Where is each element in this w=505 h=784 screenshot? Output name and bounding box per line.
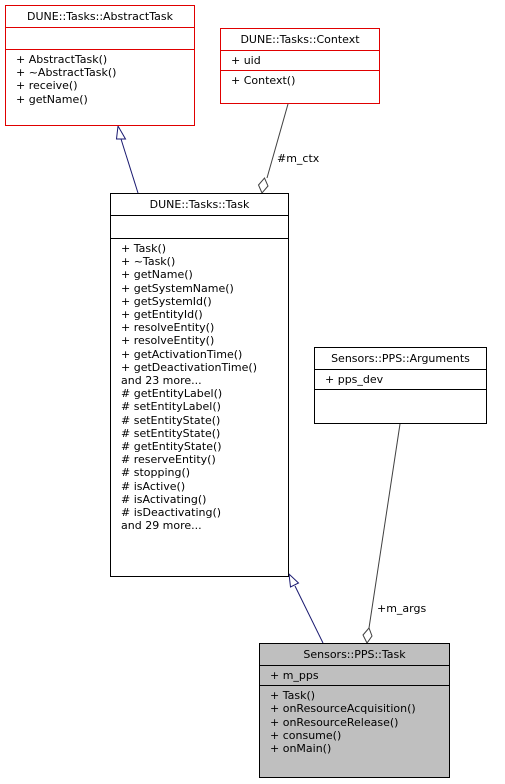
member-row: # setEntityState() — [121, 426, 221, 440]
class-title: Sensors::PPS::Arguments — [331, 352, 470, 365]
member-row: + resolveEntity() — [121, 321, 215, 335]
edge-label-m-args: +m_args — [377, 602, 427, 615]
class-title: Sensors::PPS::Task — [303, 648, 406, 661]
composition-diamond-ppstask — [362, 627, 373, 644]
inheritance-edge-task-abstracttask — [120, 138, 139, 194]
member-row: # isActivating() — [121, 492, 207, 506]
member-row: + uid — [231, 54, 261, 67]
class-box-task[interactable]: DUNE::Tasks::Task + Task()+ ~Task()+ get… — [110, 193, 289, 577]
inheritance-arrowhead-task — [288, 572, 300, 588]
member-row: + getName() — [121, 268, 193, 282]
member-row: + m_pps — [270, 669, 319, 682]
member-row: + ~Task() — [121, 255, 176, 269]
class-box-context[interactable]: DUNE::Tasks::Context + uid + Context() — [220, 28, 380, 104]
member-row: # getEntityState() — [121, 440, 222, 454]
member-row: + Context() — [231, 74, 296, 88]
composition-diamond-task — [257, 177, 269, 194]
member-row: # setEntityState() — [121, 413, 221, 427]
class-title: DUNE::Tasks::Context — [240, 33, 360, 46]
methods-section: + Task()+ onResourceAcquisition()+ onRes… — [260, 685, 449, 758]
inheritance-edge-ppstask-task — [294, 585, 324, 644]
member-row: + getEntityId() — [121, 308, 203, 322]
inheritance-arrowhead-abstracttask — [115, 124, 127, 140]
class-title: DUNE::Tasks::AbstractTask — [27, 10, 173, 23]
composition-edge-ppstask-arguments — [368, 423, 401, 629]
methods-section — [315, 389, 486, 413]
member-row: + getSystemName() — [121, 281, 234, 295]
member-row: + ~AbstractTask() — [16, 66, 117, 80]
methods-section: + AbstractTask()+ ~AbstractTask()+ recei… — [6, 49, 194, 109]
member-row: + pps_dev — [325, 373, 384, 386]
methods-section: + Task()+ ~Task()+ getName()+ getSystemN… — [111, 238, 288, 535]
composition-edge-task-context — [266, 103, 289, 179]
class-box-abstract-task[interactable]: DUNE::Tasks::AbstractTask + AbstractTask… — [5, 5, 195, 126]
attributes-section: + uid — [221, 50, 379, 70]
class-title: DUNE::Tasks::Task — [149, 198, 250, 211]
member-row: + Task() — [121, 242, 167, 255]
member-row: # stopping() — [121, 466, 191, 480]
member-row: # isActive() — [121, 479, 186, 493]
attributes-section — [6, 27, 194, 49]
member-row: + onMain() — [270, 742, 332, 756]
member-row: # reserveEntity() — [121, 453, 216, 467]
edge-label-m-ctx: #m_ctx — [277, 152, 320, 165]
member-row: # isDeactivating() — [121, 506, 222, 520]
member-row: + getActivationTime() — [121, 347, 243, 361]
class-box-pps-task[interactable]: Sensors::PPS::Task + m_pps + Task()+ onR… — [259, 643, 450, 778]
member-row: + getSystemId() — [121, 294, 212, 308]
class-box-arguments[interactable]: Sensors::PPS::Arguments + pps_dev — [314, 347, 487, 424]
member-row: + getDeactivationTime() — [121, 360, 257, 374]
member-row: + AbstractTask() — [16, 53, 108, 66]
methods-section: + Context() — [221, 70, 379, 90]
member-row: + getName() — [16, 92, 88, 106]
member-row: and 23 more... — [121, 374, 202, 388]
member-row: and 29 more... — [121, 519, 202, 533]
member-row: + consume() — [270, 728, 342, 742]
member-row: + receive() — [16, 79, 78, 93]
attributes-section: + pps_dev — [315, 369, 486, 389]
member-row: + Task() — [270, 689, 316, 703]
member-row: + resolveEntity() — [121, 334, 215, 348]
attributes-section — [111, 215, 288, 238]
member-row: # getEntityLabel() — [121, 387, 223, 401]
attributes-section: + m_pps — [260, 665, 449, 685]
member-row: + onResourceAcquisition() — [270, 702, 416, 716]
member-row: # setEntityLabel() — [121, 400, 221, 414]
member-row: + onResourceRelease() — [270, 715, 399, 729]
